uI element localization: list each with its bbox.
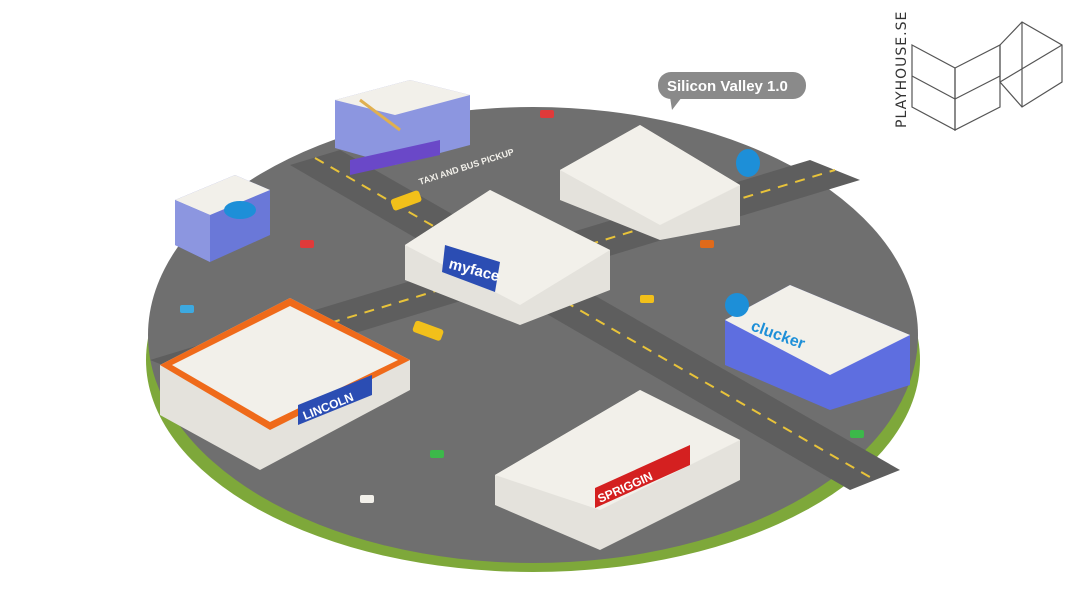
warehouse-top-right <box>560 125 760 240</box>
red-sign-store: SPRIGGIN <box>495 390 740 550</box>
lincoln-store: LINCOLN <box>160 298 410 470</box>
callout-text: Silicon Valley 1.0 <box>667 78 788 95</box>
location-callout: Silicon Valley 1.0 <box>658 72 806 110</box>
playhouse-brand-text: PLAYHOUSE.SE <box>894 11 910 128</box>
clucker-bird-icon <box>725 293 749 317</box>
warehouse-logo <box>736 149 760 177</box>
cars <box>180 110 864 503</box>
office-logo <box>224 201 256 219</box>
office-building-left <box>175 175 270 262</box>
myface-building: myface <box>405 190 610 325</box>
playhouse-logo: PLAYHOUSE.SE <box>894 11 1063 132</box>
clucker-building: clucker <box>725 285 910 410</box>
office-building-top: TAXI AND BUS PICKUP <box>335 80 515 187</box>
